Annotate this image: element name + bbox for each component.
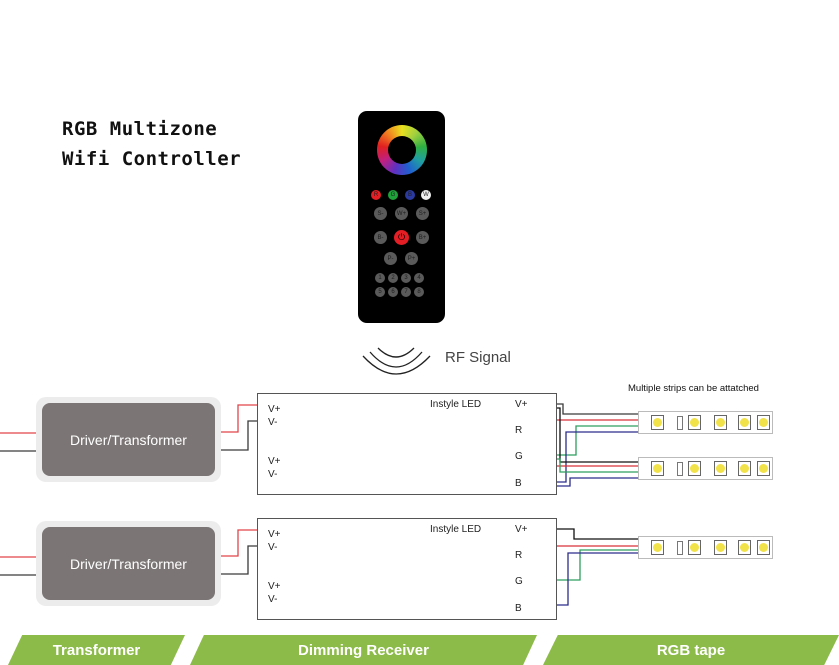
remote-button-red[interactable]: R: [371, 190, 381, 200]
input-v-plus-2: V+: [268, 456, 281, 467]
led-chip: [757, 540, 770, 555]
diagram-title-line2: Wifi Controller: [62, 148, 242, 170]
remote-button-s-plus[interactable]: S+: [416, 207, 429, 220]
rgb-led-strip-2: [638, 457, 773, 480]
remote-button-w-plus[interactable]: W+: [395, 207, 408, 220]
dimming-receiver-2: Instyle LED V+ V- V+ V- V+ R G B: [257, 518, 557, 620]
led-chip: [757, 415, 770, 430]
driver-transformer-2: Driver/Transformer: [36, 521, 221, 606]
led-chip: [688, 415, 701, 430]
resistor: [677, 541, 683, 555]
remote-button-white[interactable]: W: [421, 190, 431, 200]
banner-rgb-tape: RGB tape: [543, 635, 839, 665]
zone-button-4[interactable]: 4: [414, 273, 424, 283]
led-chip: [714, 540, 727, 555]
resistor: [677, 462, 683, 476]
zone-button-3[interactable]: 3: [401, 273, 411, 283]
resistor: [677, 416, 683, 430]
led-chip: [757, 461, 770, 476]
input-v-plus-1: V+: [268, 404, 281, 415]
remote-button-p-minus[interactable]: P-: [384, 252, 397, 265]
input-v-plus-1: V+: [268, 529, 281, 540]
driver2-negative-wire: [221, 545, 257, 575]
output-v-plus: V+: [515, 524, 528, 535]
output-b: B: [515, 478, 522, 489]
input-v-minus-2: V-: [268, 594, 278, 605]
dimming-receiver-1: Instyle LED V+ V- V+ V- V+ R G B: [257, 393, 557, 495]
rf-signal-icon: [362, 347, 431, 375]
led-chip: [688, 461, 701, 476]
led-chip: [714, 461, 727, 476]
driver-transformer-1: Driver/Transformer: [36, 397, 221, 482]
rf-remote-control: R G B W S- W+ S+ B- ⏻ B+ P- P+ 1 2 3 4 5…: [358, 111, 445, 323]
led-chip: [738, 415, 751, 430]
input-v-minus-2: V-: [268, 469, 278, 480]
diagram-title-line1: RGB Multizone: [62, 118, 218, 140]
input-v-minus-1: V-: [268, 542, 278, 553]
zone-button-2[interactable]: 2: [388, 273, 398, 283]
zone-button-6[interactable]: 6: [388, 287, 398, 297]
driver-transformer-2-label: Driver/Transformer: [42, 527, 215, 600]
output-r: R: [515, 550, 523, 561]
led-chip: [651, 540, 664, 555]
receiver-brand: Instyle LED: [430, 399, 482, 410]
banner-dimming-receiver: Dimming Receiver: [190, 635, 537, 665]
input-v-minus-1: V-: [268, 417, 278, 428]
driver-transformer-1-label: Driver/Transformer: [42, 403, 215, 476]
zone-button-8[interactable]: 8: [414, 287, 424, 297]
receiver-brand: Instyle LED: [430, 524, 482, 535]
remote-button-s-minus[interactable]: S-: [374, 207, 387, 220]
led-chip: [738, 540, 751, 555]
remote-button-blue[interactable]: B: [405, 190, 415, 200]
led-chip: [651, 415, 664, 430]
multiple-strips-note: Multiple strips can be attatched: [628, 383, 759, 394]
output-r: R: [515, 425, 523, 436]
output-b: B: [515, 603, 522, 614]
led-chip: [714, 415, 727, 430]
led-chip: [738, 461, 751, 476]
zone-button-5[interactable]: 5: [375, 287, 385, 297]
led-chip: [651, 461, 664, 476]
output-g: G: [515, 451, 523, 462]
rgb-led-strip-1: [638, 411, 773, 434]
remote-button-b-plus[interactable]: B+: [416, 231, 429, 244]
zone-button-7[interactable]: 7: [401, 287, 411, 297]
output-g: G: [515, 576, 523, 587]
rgb-led-strip-3: [638, 536, 773, 559]
zone-button-1[interactable]: 1: [375, 273, 385, 283]
remote-button-p-plus[interactable]: P+: [405, 252, 418, 265]
output-v-plus: V+: [515, 399, 528, 410]
driver1-positive-wire: [221, 404, 257, 433]
led-chip: [688, 540, 701, 555]
remote-button-b-minus[interactable]: B-: [374, 231, 387, 244]
power-icon[interactable]: ⏻: [394, 230, 409, 245]
remote-button-green[interactable]: G: [388, 190, 398, 200]
driver2-positive-wire: [221, 529, 257, 557]
rf-signal-label: RF Signal: [445, 349, 511, 366]
driver1-negative-wire: [221, 420, 257, 451]
input-v-plus-2: V+: [268, 581, 281, 592]
color-wheel[interactable]: [377, 125, 427, 175]
banner-transformer: Transformer: [8, 635, 185, 665]
